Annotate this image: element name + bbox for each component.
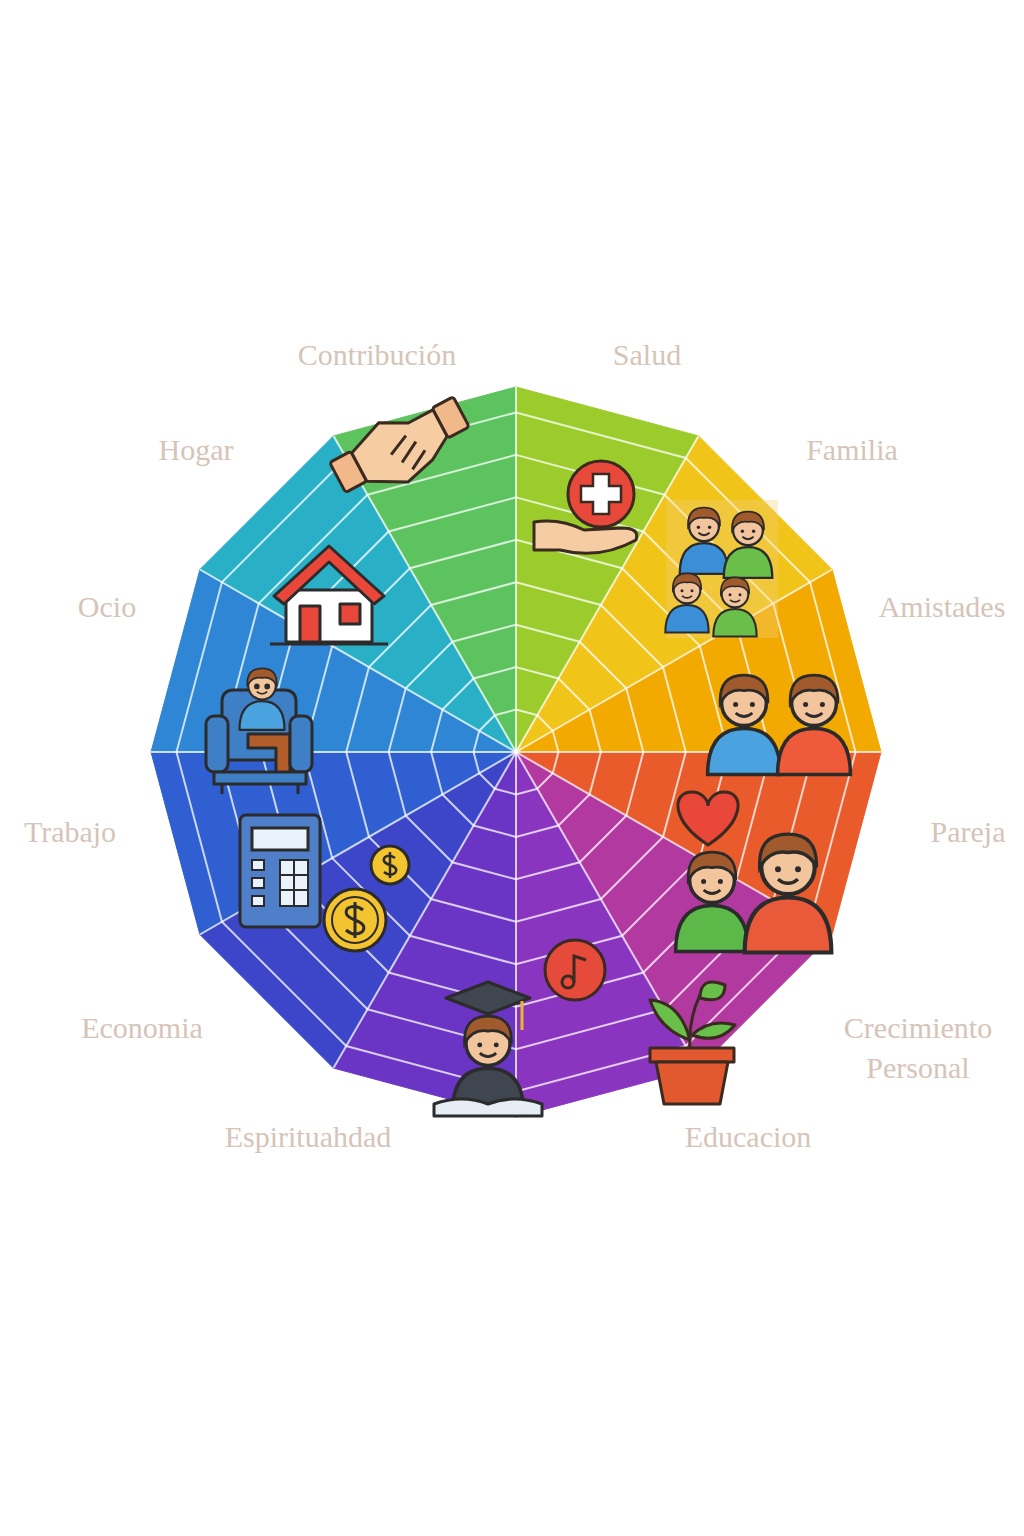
- area-label: Pareja: [931, 812, 1006, 852]
- leisure-icon: [206, 668, 312, 794]
- plant-icon: [650, 982, 735, 1104]
- area-label: Hogar: [159, 430, 234, 470]
- family-icon: [665, 500, 778, 638]
- music-icon: [545, 940, 605, 1000]
- web-spoke: [515, 752, 517, 1117]
- house-icon: [270, 546, 388, 644]
- economy-icon: [240, 815, 409, 951]
- friends-icon: [708, 675, 851, 774]
- area-label: Espirituahdad: [225, 1117, 392, 1157]
- area-label: Salud: [613, 335, 681, 375]
- web-spoke: [515, 387, 517, 752]
- couple-icon: [676, 792, 832, 953]
- graduate-icon: [434, 982, 542, 1116]
- handshake-icon: [324, 386, 479, 510]
- health-icon: [534, 461, 637, 553]
- web-spoke: [200, 570, 516, 753]
- area-label: Economia: [81, 1008, 203, 1048]
- area-label: Crecimiento Personal: [818, 1008, 1018, 1088]
- area-label: Trabajo: [24, 812, 116, 852]
- area-label: Contribución: [298, 335, 456, 375]
- web-spoke: [516, 752, 699, 1068]
- area-label: Educacion: [685, 1117, 812, 1157]
- area-label: Amistades: [879, 587, 1006, 627]
- area-label: Familia: [806, 430, 898, 470]
- area-label: Ocio: [78, 587, 136, 627]
